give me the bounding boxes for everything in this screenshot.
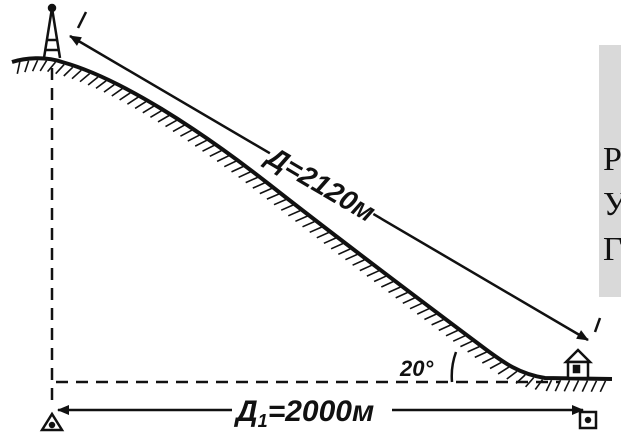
hatch-stroke [295, 215, 308, 223]
slope-label-bg [259, 134, 385, 232]
hatch-stroke [366, 270, 380, 277]
hatch-stroke [119, 92, 131, 101]
hatch-stroke [259, 187, 273, 195]
hatch-stroke [388, 286, 401, 294]
hatch-stroke [506, 370, 518, 380]
hatch-stroke [103, 84, 115, 93]
hatch-stroke [39, 60, 48, 72]
hatch-stroke [599, 380, 607, 393]
hatch-stroke [590, 380, 598, 393]
hatch-stroke [474, 351, 487, 359]
triangle-marker-icon [39, 411, 65, 432]
hatch-stroke [31, 59, 39, 72]
hatch-stroke [287, 209, 301, 217]
hatch-stroke [572, 380, 580, 392]
hatch-stroke [416, 307, 430, 315]
hatch-stroke [209, 149, 222, 158]
tower-icon [42, 3, 62, 59]
hatch-stroke [402, 297, 416, 305]
house-icon [562, 348, 594, 380]
hatch-stroke [252, 182, 266, 189]
hatch-stroke [359, 264, 372, 272]
side-text-1: Р [603, 141, 621, 178]
terrain-line [11, 56, 613, 381]
hatch-stroke [445, 329, 459, 337]
hatch-stroke [330, 242, 344, 250]
square-marker-icon [578, 410, 598, 430]
hatch-stroke [452, 335, 466, 342]
hatch-stroke [467, 345, 480, 353]
hatch-stroke [373, 275, 387, 283]
hatch-stroke [266, 193, 280, 200]
hatch-stroke [134, 101, 147, 110]
hatch-stroke [409, 302, 423, 310]
hatch-stroke [323, 237, 337, 245]
hatch-stroke [380, 280, 394, 288]
hatch-stroke [63, 66, 74, 77]
hatch-stroke [395, 291, 408, 299]
hatch-stroke [438, 324, 451, 332]
hatch-stroke [231, 165, 244, 173]
hatch-stroke [238, 171, 251, 179]
side-panel [599, 45, 621, 297]
hatch-stroke [309, 226, 322, 234]
hatch-stroke [489, 361, 502, 370]
hatch-stroke [16, 61, 21, 74]
angle-arc [450, 351, 458, 383]
hatch-stroke [149, 110, 162, 118]
hatch-stroke [563, 380, 571, 392]
hatch-stroke [497, 366, 510, 375]
hatch-stroke [202, 144, 215, 152]
hatch-stroke [337, 248, 351, 256]
hatch-stroke [223, 160, 237, 168]
hatch-stroke [216, 155, 230, 163]
hatch-stroke [245, 176, 258, 184]
hatch-stroke [79, 72, 91, 83]
hatch-stroke [187, 134, 200, 142]
hatch-stroke [157, 114, 170, 123]
hatch-stroke [126, 96, 139, 105]
hatch-stroke [142, 105, 155, 114]
side-text-3: Г [603, 231, 621, 268]
horizontal-label: Д1=2000м [233, 395, 374, 431]
hatch-stroke [545, 379, 553, 392]
top-tick [76, 11, 88, 29]
hatch-stroke [165, 119, 178, 128]
hatch-stroke [24, 60, 30, 73]
hatch-stroke [111, 88, 123, 97]
hatch-stroke [46, 61, 57, 73]
hatch-stroke [87, 76, 99, 86]
hatch-stroke [172, 124, 185, 133]
hatch-stroke [55, 64, 65, 75]
hatch-stroke [280, 204, 294, 211]
bottom-tick [593, 317, 602, 333]
horizontal-label-bg [232, 392, 392, 428]
hatch-stroke [581, 380, 589, 392]
hatch-stroke [431, 318, 444, 326]
hatch-stroke [273, 198, 287, 206]
hatch-stroke [460, 340, 473, 348]
hatch-stroke [524, 377, 535, 388]
terrain-hatching [16, 59, 607, 393]
hatch-stroke [71, 69, 82, 80]
hatch-stroke [345, 253, 358, 261]
hatch-stroke [481, 356, 495, 364]
hatch-stroke [352, 259, 365, 266]
hatch-stroke [180, 129, 193, 137]
hatch-stroke [316, 231, 330, 239]
hatch-stroke [95, 80, 107, 90]
side-text-2: У [603, 186, 621, 223]
hatch-stroke [302, 220, 315, 228]
hatch-stroke [194, 139, 208, 147]
hatch-stroke [424, 313, 437, 321]
angle-label: 20° [399, 356, 433, 381]
